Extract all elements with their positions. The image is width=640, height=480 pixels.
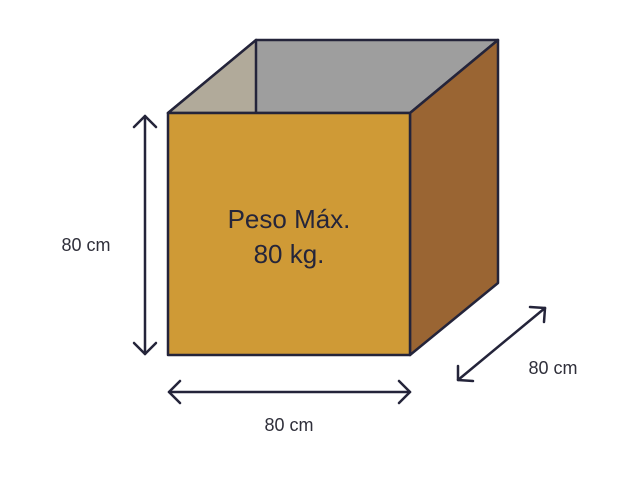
max-weight-label: Peso Máx.	[228, 204, 351, 234]
width-label: 80 cm	[264, 415, 313, 435]
box-front-face	[166, 111, 412, 357]
depth-label: 80 cm	[528, 358, 577, 378]
box-inner-left-face	[166, 38, 258, 115]
width-arrow	[167, 379, 412, 405]
max-weight-value: 80 kg.	[254, 239, 325, 269]
height-arrow	[132, 114, 158, 356]
height-label: 80 cm	[61, 235, 110, 255]
depth-arrow	[456, 305, 547, 383]
